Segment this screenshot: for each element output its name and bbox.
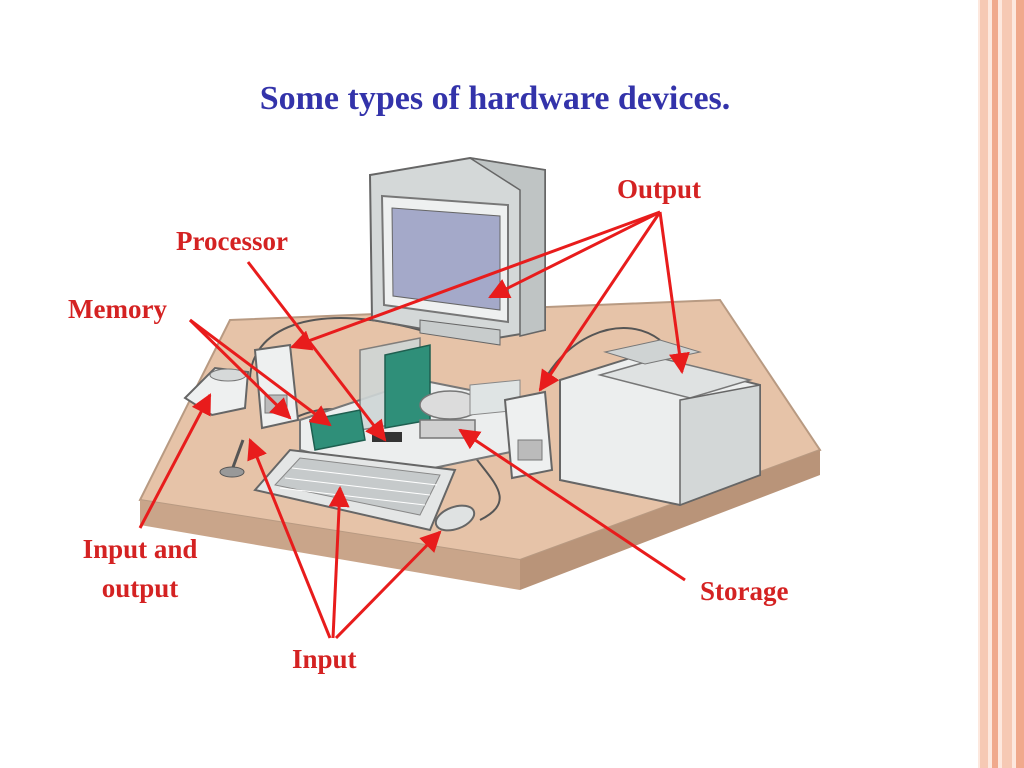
arrow-input-mouse bbox=[334, 530, 442, 640]
printer bbox=[559, 339, 761, 507]
side-stripes-decoration bbox=[978, 0, 1024, 768]
arrow-input-microphone bbox=[247, 438, 332, 639]
arrow-input-output-modem bbox=[138, 393, 212, 529]
arrow-output-printer bbox=[658, 211, 690, 375]
label-output: Output bbox=[617, 174, 702, 204]
label-input-and-output: Input and output bbox=[82, 534, 198, 604]
monitor bbox=[368, 156, 546, 346]
arrow-output-right-speaker bbox=[538, 211, 662, 392]
arrow-output-monitor bbox=[488, 210, 661, 299]
arrow-processor bbox=[246, 261, 387, 442]
arrow-memory-speaker bbox=[188, 318, 292, 420]
arrow-memory-board bbox=[189, 318, 332, 427]
label-processor: Processor bbox=[176, 226, 288, 256]
right-speaker bbox=[503, 390, 554, 480]
arrow-output-left-speaker bbox=[290, 210, 661, 351]
arrows bbox=[138, 210, 690, 640]
keyboard bbox=[253, 448, 457, 532]
label-input: Input bbox=[292, 644, 357, 674]
microphone bbox=[219, 439, 245, 478]
label-memory: Memory bbox=[68, 294, 167, 324]
arrow-storage bbox=[458, 428, 686, 582]
slide-title: Some types of hardware devices. bbox=[259, 80, 731, 117]
mouse bbox=[434, 504, 476, 532]
label-storage: Storage bbox=[700, 576, 789, 606]
arrow-input-keyboard bbox=[328, 485, 350, 639]
